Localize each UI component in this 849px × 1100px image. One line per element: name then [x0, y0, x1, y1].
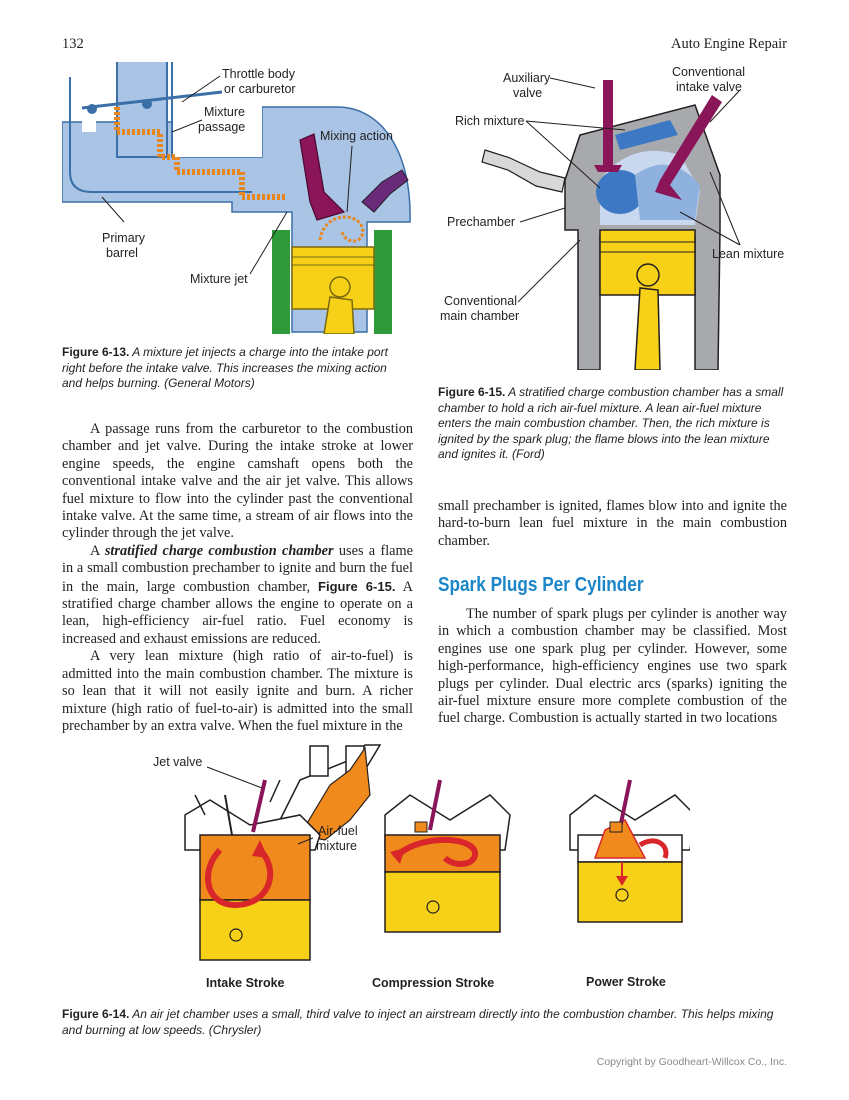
paragraph-spark-plugs: The number of spark plugs per cylinder i…: [438, 606, 787, 727]
label-intake-stroke: Intake Stroke: [206, 976, 285, 990]
label-intake-valve: intake valve: [676, 80, 743, 94]
figure-6-13-number: Figure 6-13.: [62, 345, 130, 359]
copyright-notice: Copyright by Goodheart-Willcox Co., Inc.: [596, 1056, 787, 1068]
term-stratified-charge: stratified charge combustion chamber: [104, 542, 334, 559]
intake-stroke-diagram: [184, 744, 382, 961]
label-rich-mixture: Rich mixture: [455, 114, 525, 128]
paragraph-lean-mixture: A very lean mixture (high ratio of air-t…: [62, 648, 413, 734]
spark-plug-illustration: [480, 140, 570, 200]
label-throttle-body: Throttle body: [222, 67, 295, 81]
label-mixture-jet: Mixture jet: [190, 272, 248, 286]
p2-c: A stratified charge chamber allows the e…: [62, 578, 413, 647]
label-auxiliary: Auxiliary: [503, 71, 551, 85]
label-barrel: barrel: [106, 246, 138, 260]
section-heading: Spark Plugs Per Cylinder: [438, 574, 644, 596]
label-primary: Primary: [102, 231, 146, 245]
p2-a: A: [90, 542, 105, 559]
figure-6-13-caption: Figure 6-13. A mixture jet injects a cha…: [62, 345, 410, 392]
label-compression-stroke: Compression Stroke: [372, 976, 495, 990]
label-main-chamber: main chamber: [440, 309, 520, 323]
figure-6-13-illustration: [62, 62, 422, 334]
figure-6-15-illustration: [560, 80, 725, 370]
label-passage: passage: [198, 120, 246, 134]
label-mixing-action: Mixing action: [320, 129, 393, 143]
label-mixture-14: mixture: [316, 839, 357, 853]
figure-reference-6-15: Figure 6-15.: [318, 578, 396, 594]
label-conventional-top: Conventional: [672, 65, 745, 79]
left-column-text: A passage runs from the carburetor to th…: [62, 421, 413, 735]
figure-6-15-caption-text: A stratified charge combustion chamber h…: [438, 385, 784, 461]
compression-stroke-diagram: [384, 779, 511, 933]
figure-6-14-illustration: [150, 740, 690, 980]
figure-6-14-caption-text: An air jet chamber uses a small, third v…: [62, 1007, 774, 1037]
label-lean-mixture: Lean mixture: [712, 247, 785, 261]
figure-6-15-leader-lines: [517, 77, 741, 303]
figure-6-13-caption-text: A mixture jet injects a charge into the …: [62, 345, 388, 390]
paragraph-stratified: A stratified charge combustion chamber u…: [62, 543, 413, 648]
power-stroke-diagram: [569, 779, 690, 923]
label-power-stroke: Power Stroke: [586, 975, 666, 989]
paragraph-prechamber-cont: small prechamber is ignited, flames blow…: [438, 498, 787, 549]
right-column-text: The number of spark plugs per cylinder i…: [438, 606, 787, 728]
running-head: Auto Engine Repair: [671, 36, 787, 52]
paragraph-passage: A passage runs from the carburetor to th…: [62, 421, 413, 542]
label-air-fuel: Air-fuel: [318, 824, 358, 838]
figure-6-15-number: Figure 6-15.: [438, 385, 506, 399]
label-valve: valve: [513, 86, 543, 100]
page-number: 132: [62, 36, 84, 52]
figure-6-15-caption: Figure 6-15. A stratified charge combust…: [438, 385, 786, 463]
p2-b: uses a flame in a small combustion prech…: [62, 542, 413, 595]
figure-6-14-number: Figure 6-14.: [62, 1007, 130, 1021]
label-prechamber: Prechamber: [447, 215, 516, 229]
label-mixture: Mixture: [204, 105, 245, 119]
label-conventional-bottom: Conventional: [444, 294, 517, 308]
right-column-continuation: small prechamber is ignited, flames blow…: [438, 498, 787, 550]
label-or-carburetor: or carburetor: [224, 82, 296, 96]
figure-6-14-caption: Figure 6-14. An air jet chamber uses a s…: [62, 1007, 787, 1038]
label-jet-valve: Jet valve: [153, 755, 203, 769]
